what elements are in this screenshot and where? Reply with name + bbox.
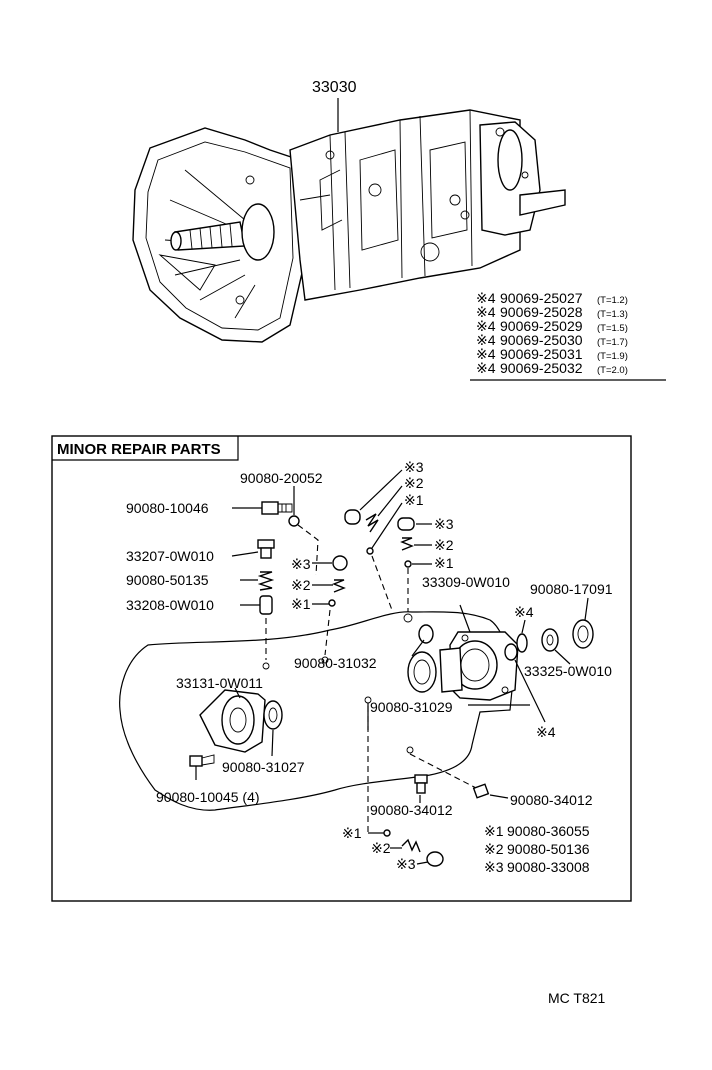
rear-cover-33309 — [439, 631, 519, 701]
part-labels: 90080-20052 90080-10046 33207-0W010 90080-5… — [126, 459, 613, 872]
legend-part-number: 90080-50136 — [507, 841, 590, 857]
mark-2-top: ※2 — [404, 475, 424, 491]
pin-33208 — [259, 595, 273, 615]
spring-50135 — [257, 571, 275, 591]
label-90080-34012-center: 90080-34012 — [370, 802, 453, 818]
assembly-number: 33030 — [312, 79, 357, 96]
plug-set-top — [344, 509, 379, 555]
spring-2 — [401, 838, 421, 853]
label-33208-0W010: 33208-0W010 — [126, 597, 214, 613]
shim-mark: ※4 — [476, 360, 496, 376]
mark-2-bottom: ※2 — [371, 840, 391, 856]
mark-3-right: ※3 — [434, 516, 454, 532]
shim-mark: ※4 — [476, 304, 496, 320]
seal-31027 — [263, 700, 283, 730]
shim-thickness: (T=1.7) — [597, 337, 628, 348]
shim-4 — [516, 633, 528, 653]
shim-part-number: 90069-25031 — [500, 346, 583, 362]
minor-repair-title: MINOR REPAIR PARTS — [57, 441, 221, 458]
shim-mark: ※4 — [476, 332, 496, 348]
label-90080-31027: 90080-31027 — [222, 759, 305, 775]
plug-33207 — [257, 539, 275, 559]
shim-mark: ※4 — [476, 346, 496, 362]
mark-3-center: ※3 — [291, 556, 311, 572]
label-90080-10046: 90080-10046 — [126, 500, 209, 516]
legend-mark: ※3 — [484, 859, 504, 875]
case-outline — [119, 611, 513, 811]
shim-mark: ※4 — [476, 290, 496, 306]
transmission-assembly-drawing — [132, 109, 566, 343]
label-33207-0W010: 33207-0W010 — [126, 548, 214, 564]
plug-31032 — [418, 624, 434, 644]
legend-mark: ※1 — [484, 823, 504, 839]
shim-thickness: (T=1.3) — [597, 309, 628, 320]
oil-seal — [407, 651, 437, 693]
mark-2-right: ※2 — [434, 537, 454, 553]
shim-thickness: (T=2.0) — [597, 365, 628, 376]
shim-thickness: (T=1.5) — [597, 323, 628, 334]
mark-1-bottom: ※1 — [342, 825, 362, 841]
label-90080-31032: 90080-31032 — [294, 655, 377, 671]
label-90080-31029: 90080-31029 — [370, 699, 453, 715]
retainer-33131 — [199, 689, 266, 753]
minor-repair-box — [51, 435, 632, 902]
washer-20052 — [288, 515, 300, 527]
plug-set-right — [397, 517, 415, 568]
mark-1-top: ※1 — [404, 492, 424, 508]
seal-17091 — [572, 619, 594, 649]
bolt-10045 — [189, 754, 215, 767]
label-90080-20052: 90080-20052 — [240, 470, 323, 486]
shim-part-number: 90069-25027 — [500, 290, 583, 306]
shim-thickness: (T=1.9) — [597, 351, 628, 362]
shim-part-number: 90069-25029 — [500, 318, 583, 334]
shim-part-number: 90069-25030 — [500, 332, 583, 348]
mark-3-bottom: ※3 — [396, 856, 416, 872]
shim-part-number: 90069-25028 — [500, 304, 583, 320]
label-90080-17091: 90080-17091 — [530, 581, 613, 597]
shim-thickness: (T=1.2) — [597, 295, 628, 306]
mark-2-center: ※2 — [291, 577, 311, 593]
label-33309-0W010: 33309-0W010 — [422, 574, 510, 590]
mark-4-upper: ※4 — [514, 604, 534, 620]
washer-33325 — [541, 628, 559, 652]
legend-part-number: 90080-36055 — [507, 823, 590, 839]
plug-set-center — [328, 555, 348, 607]
bolt-10046 — [261, 501, 293, 515]
label-90080-34012-right: 90080-34012 — [510, 792, 593, 808]
mark-1-right: ※1 — [434, 555, 454, 571]
label-33131-0W011: 33131-0W011 — [176, 675, 263, 691]
legend-mark: ※2 — [484, 841, 504, 857]
footer-code: MC T821 — [548, 990, 606, 1006]
label-90080-10045: 90080-10045 (4) — [156, 789, 260, 805]
drain-plug-34012-center — [414, 774, 428, 794]
label-33325-0W010: 33325-0W010 — [524, 663, 612, 679]
shim-part-number: 90069-25032 — [500, 360, 583, 376]
ball-1 — [383, 829, 391, 837]
mark-1-center: ※1 — [291, 596, 311, 612]
label-90080-50135: 90080-50135 — [126, 572, 209, 588]
plug-3 — [426, 851, 444, 867]
mark-3-top: ※3 — [404, 459, 424, 475]
shim-mark: ※4 — [476, 318, 496, 334]
drain-plug-34012-right — [472, 783, 490, 799]
mark-4-lower: ※4 — [536, 724, 556, 740]
legend-part-number: 90080-33008 — [507, 859, 590, 875]
